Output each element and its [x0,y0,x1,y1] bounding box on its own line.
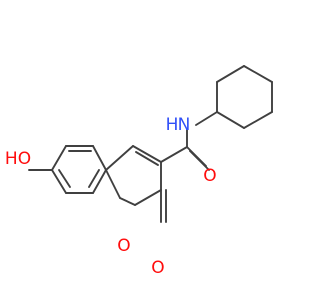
bond-b6 [51,145,67,171]
atom-label-amide-h: H [166,115,179,135]
bond-c4a [105,145,134,171]
bond-b3 [92,169,107,194]
atom-label-carbonyl-o: O [203,166,216,186]
bond-c3-amide [160,146,188,163]
bond-b2 [92,145,107,171]
atom-label-hydroxyl: HO [5,149,31,169]
bond-b5 [51,169,67,194]
bond-cy4 [243,65,273,83]
bond-n-ring [195,111,218,126]
bond-amide-o-2 [189,150,210,171]
bond-layer [28,65,273,223]
bond-c8a [105,169,121,199]
bond-cy2 [243,111,273,129]
bond-b5-inner [58,169,71,188]
bond-b3-inner [88,169,100,188]
bond-c2-o [134,189,162,206]
atom-label-ring-o: O [117,236,130,256]
atom-label-lactone-o: O [151,258,164,278]
bond-cy5 [216,65,245,83]
bond-c3 [132,145,162,163]
bond-o-c8a [119,197,136,206]
molecule-structure: HO N H O O O [5,65,273,278]
atom-label-amide-n: N [178,115,191,135]
bond-cy1 [216,111,245,129]
bond-c3-inner [135,151,159,166]
atom-label-layer: HO N H O O O [5,115,217,278]
